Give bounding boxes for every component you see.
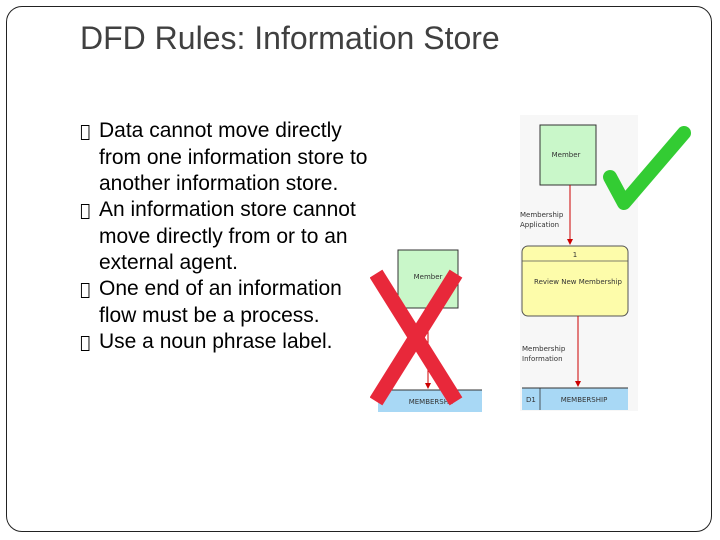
process-number: 1 (573, 251, 577, 259)
check-icon (603, 126, 691, 210)
external-agent-label: Member (552, 151, 581, 159)
cross-icon (370, 269, 463, 406)
bullet-marker-icon:  (80, 198, 99, 224)
flow-label: Application (520, 221, 559, 229)
bullet-item: Data cannot move directly from one info… (80, 118, 380, 197)
slide-title: DFD Rules: Information Store (80, 20, 500, 56)
bullet-item: An information store cannot move direct… (80, 197, 380, 276)
information-store-label: MEMBERSHIP (561, 396, 608, 404)
bullet-item: Use a noun phrase label. (80, 329, 380, 356)
flow-label: Information (522, 355, 563, 363)
bullet-text: An information store cannot move directl… (99, 197, 356, 274)
information-store-label: MEMBERSHIP (409, 398, 456, 406)
external-agent-box (539, 124, 597, 186)
correct-dfd-diagram: Member Membership Application 1 Review N… (520, 115, 691, 411)
external-agent-label: Member (414, 273, 443, 281)
bullet-item: One end of an information flow must be … (80, 276, 380, 329)
flow-arrowhead (575, 381, 581, 387)
bullet-list: Data cannot move directly from one info… (80, 118, 380, 356)
wrong-dfd-diagram: Member MEMBERSHIP (370, 249, 482, 412)
slide-frame (6, 6, 712, 532)
flow-arrowhead (567, 239, 573, 245)
flow-label: Membership (520, 211, 564, 219)
bullet-marker-icon:  (80, 119, 99, 145)
bullet-marker-icon:  (80, 277, 99, 303)
flow-arrowhead (425, 383, 431, 389)
process-label: Review New Membership (534, 278, 623, 286)
process-box (521, 245, 629, 317)
flow-label: Membership (522, 345, 566, 353)
information-store-id: D1 (526, 396, 536, 404)
bullet-text: Use a noun phrase label. (99, 327, 333, 353)
bullet-text: One end of an information flow must be a… (99, 275, 342, 327)
bullet-text: Data cannot move directly from one infor… (99, 119, 368, 195)
information-store-box (522, 388, 628, 410)
bullet-marker-icon:  (80, 330, 99, 356)
